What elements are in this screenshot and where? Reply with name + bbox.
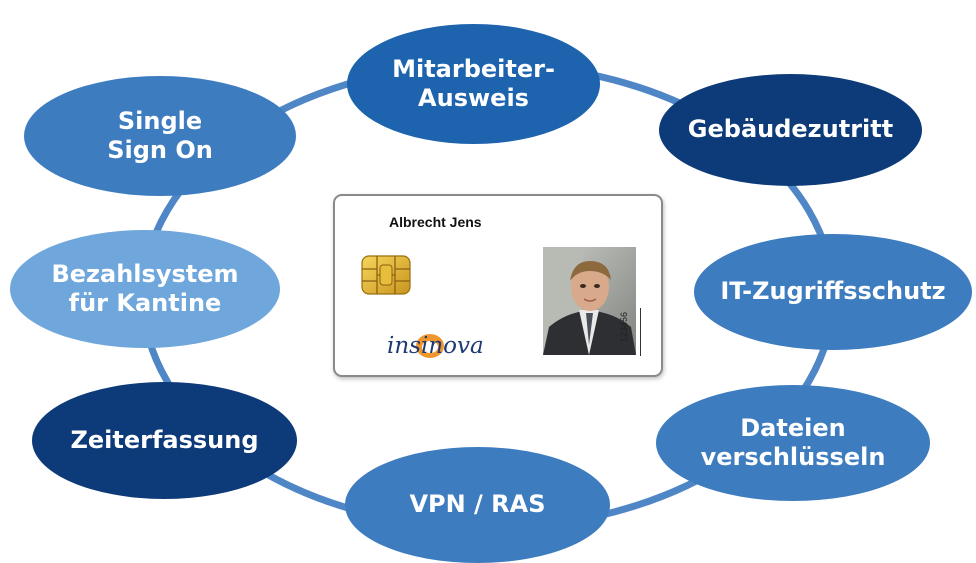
- card-number-line: [640, 308, 641, 356]
- node-gebaeudezutritt: Gebäudezutritt: [659, 74, 922, 186]
- employee-id-card: Albrecht Jens insinova: [333, 194, 663, 377]
- portrait-photo-icon: [543, 247, 636, 355]
- node-single-sign-on: Single Sign On: [24, 76, 296, 196]
- card-holder-name: Albrecht Jens: [389, 214, 482, 230]
- node-zeiterfassung: Zeiterfassung: [32, 382, 297, 499]
- node-bezahlsystem-kantine: Bezahlsystem für Kantine: [10, 230, 280, 348]
- smartcard-chip-icon: [361, 255, 411, 295]
- node-dateien-verschluesseln: Dateien verschlüsseln: [656, 385, 930, 501]
- node-it-zugriffsschutz: IT-Zugriffsschutz: [694, 234, 972, 350]
- logo-text: insinova: [387, 333, 484, 359]
- insinova-logo: insinova: [387, 333, 484, 359]
- node-vpn-ras: VPN / RAS: [345, 447, 610, 563]
- node-mitarbeiter-ausweis: Mitarbeiter- Ausweis: [347, 24, 600, 144]
- card-number: 123456: [619, 311, 629, 342]
